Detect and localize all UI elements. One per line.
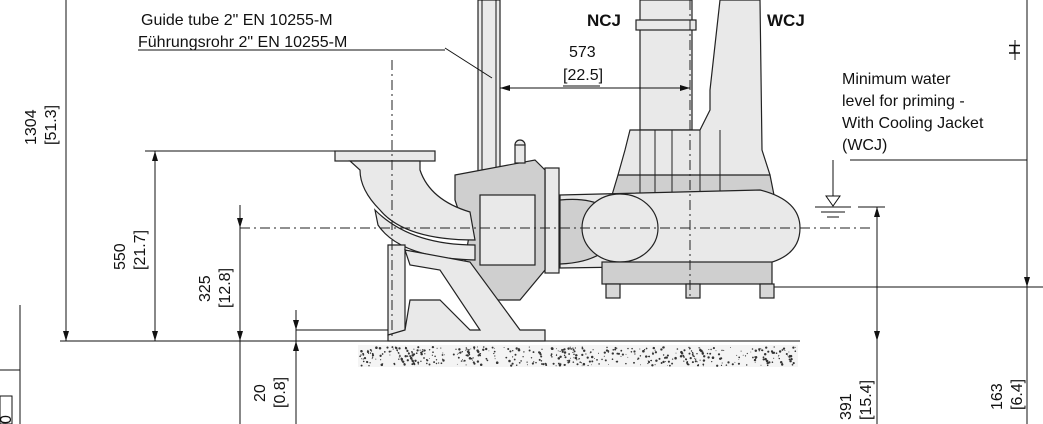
min-water-line-2: level for priming -	[842, 93, 965, 110]
dimension-550	[145, 150, 335, 341]
dim-20-mm: 20	[252, 384, 269, 402]
guide-tube-leader	[444, 47, 493, 79]
dim-325-in: [12.8]	[217, 268, 234, 308]
guide-tube-label-en: Guide tube 2" EN 10255-M	[141, 12, 333, 29]
dim-573-mm: 573	[569, 44, 596, 61]
concrete-base	[60, 340, 800, 367]
dim-163-mm: 163	[989, 383, 1006, 410]
dim-163-in: [6.4]	[1009, 379, 1026, 410]
dimension-1304	[63, 0, 69, 341]
min-water-line-3: With Cooling Jacket	[842, 115, 984, 132]
dim-550-mm: 550	[112, 243, 129, 270]
base-stand	[387, 244, 546, 342]
h-label: H	[1007, 43, 1024, 55]
coupling-bracket	[454, 139, 560, 301]
dimension-391	[858, 206, 885, 424]
dim-1304-mm: 1304	[23, 109, 40, 145]
dim-391-mm: 391	[838, 393, 855, 420]
wcj-label: WCJ	[767, 11, 805, 30]
dim-573-in: [22.5]	[563, 67, 603, 84]
dim-391-in: [15.4]	[858, 380, 875, 420]
guide-tube	[477, 0, 501, 176]
dimension-h	[850, 0, 1030, 424]
dim-325-mm: 325	[197, 275, 214, 302]
dim-550-in: [21.7]	[132, 230, 149, 270]
discharge-bend	[334, 150, 476, 261]
dimension-20	[239, 310, 388, 424]
guide-tube-label-de: Führungsrohr 2" EN 10255-M	[138, 34, 347, 51]
dim-20-in: [0.8]	[272, 377, 289, 408]
min-water-line-1: Minimum water	[842, 71, 951, 88]
left-partial-dimension	[0, 305, 21, 424]
dimension-573	[500, 85, 690, 91]
motor-housing	[611, 0, 775, 196]
dim-1304-in: [51.3]	[43, 105, 60, 145]
min-water-line-4: (WCJ)	[842, 137, 887, 154]
volute-casing	[559, 189, 801, 299]
water-level-symbol	[815, 160, 851, 218]
ncj-label: NCJ	[587, 11, 621, 30]
center-lines	[240, 0, 870, 340]
left-partial-value: 0	[0, 415, 15, 424]
dimension-325	[237, 205, 243, 341]
